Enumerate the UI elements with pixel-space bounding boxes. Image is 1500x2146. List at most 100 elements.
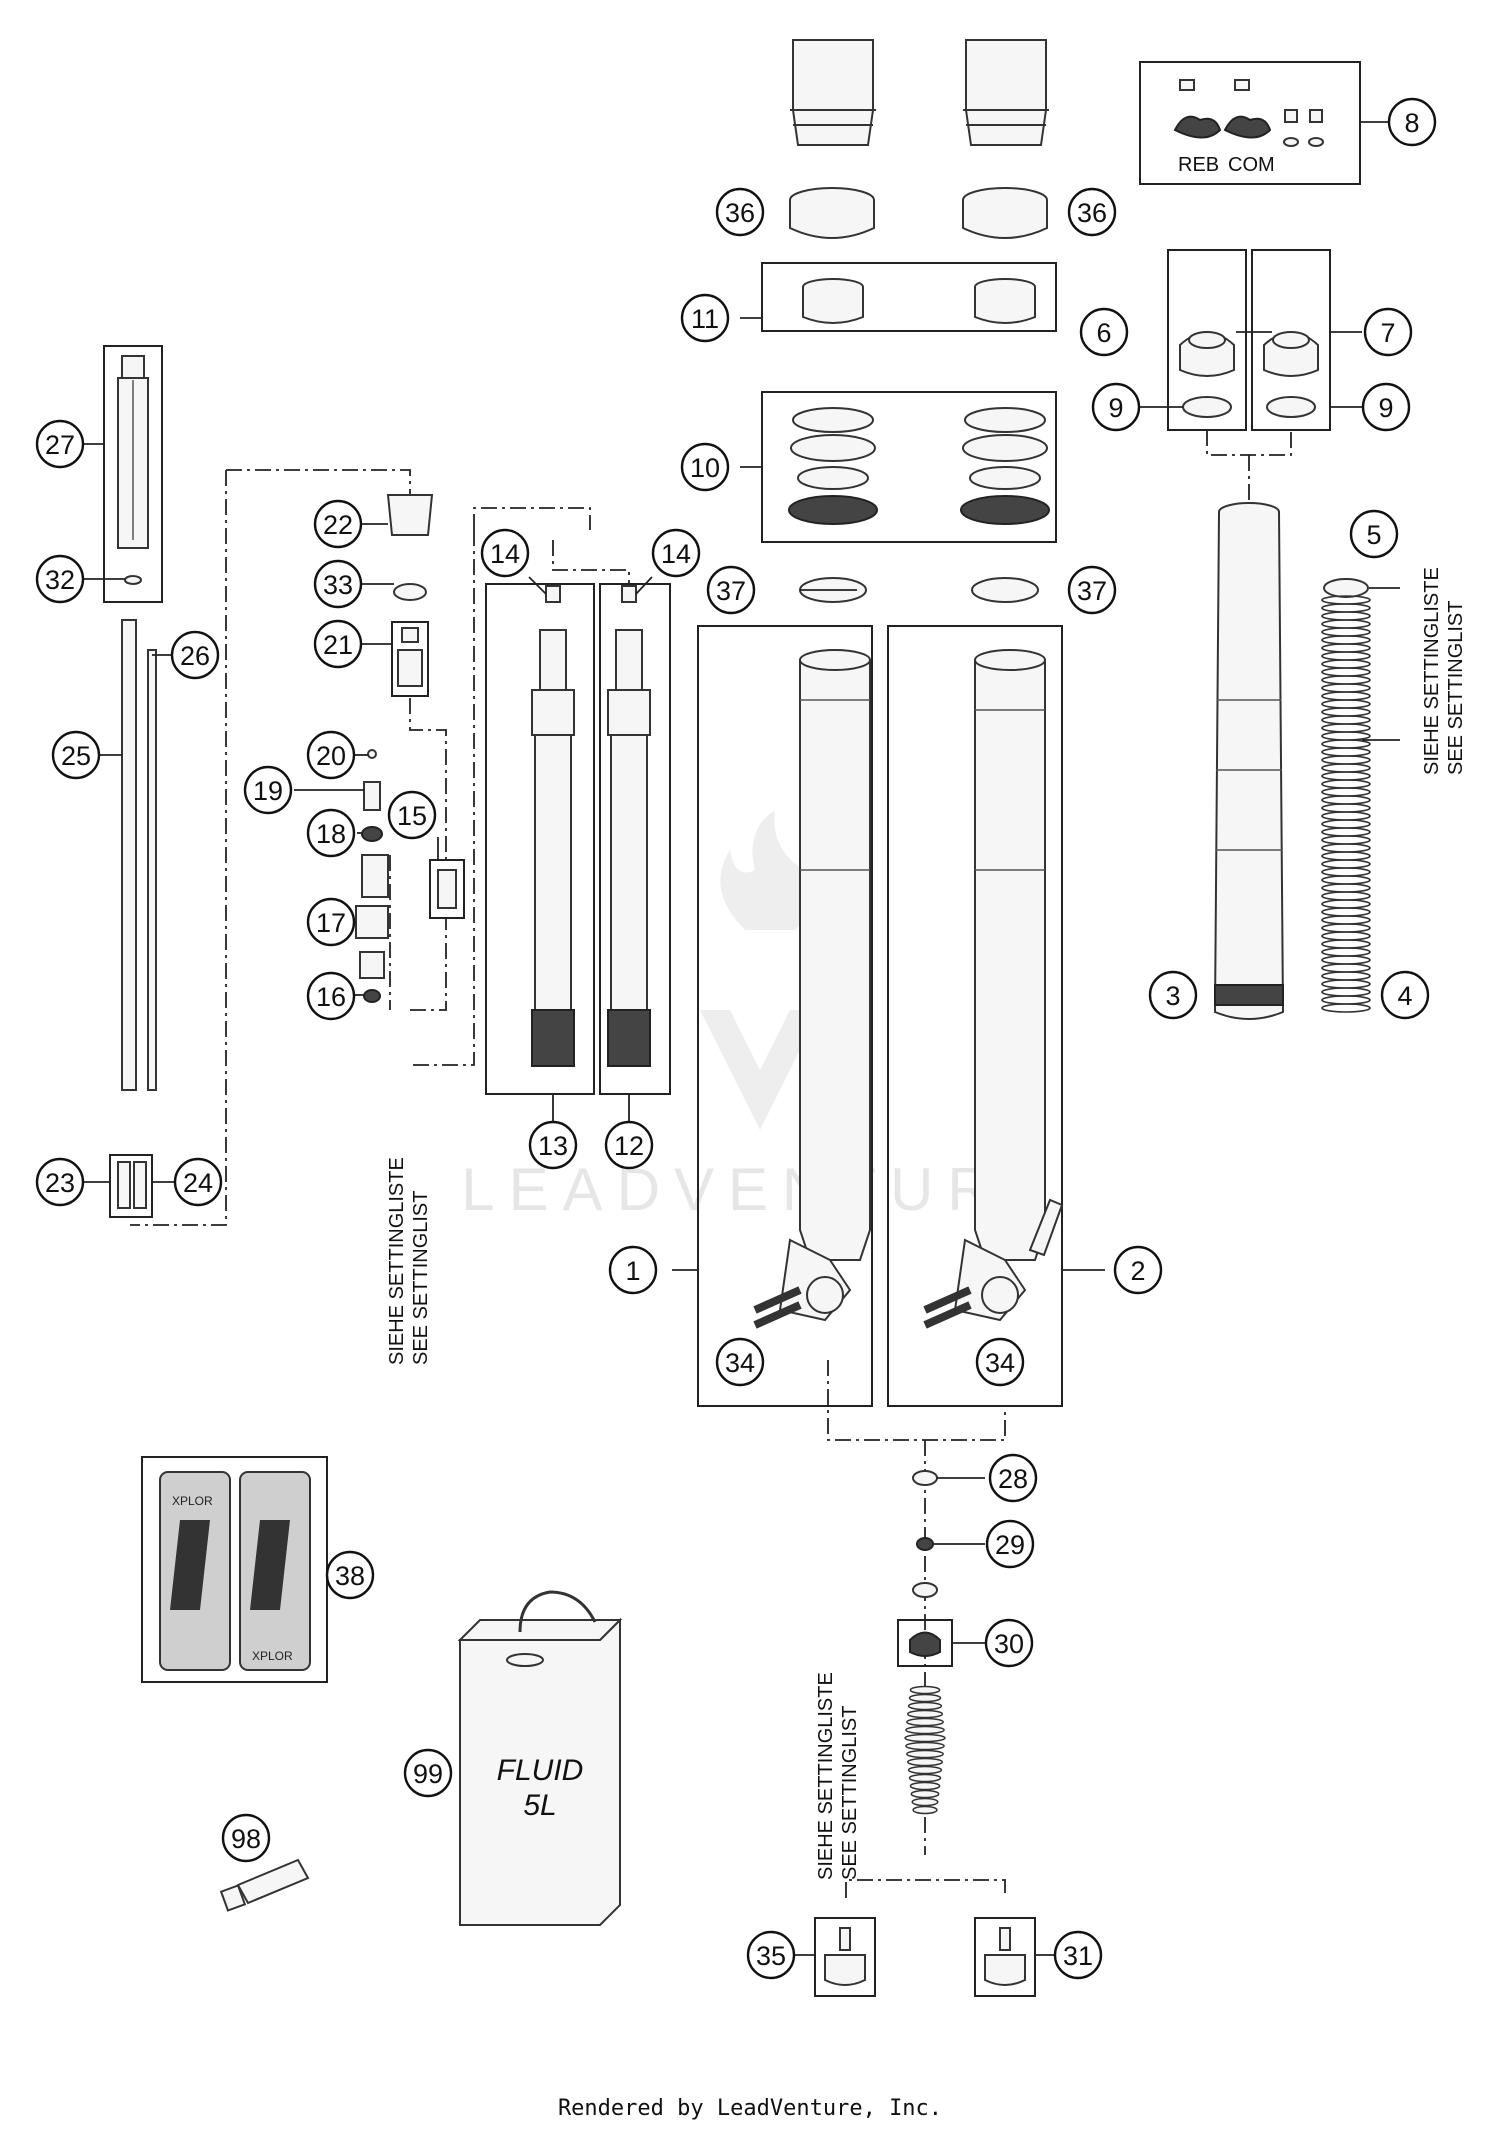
callout-11: 11 (680, 293, 730, 343)
svg-text:SIEHE SETTINGLISTE: SIEHE SETTINGLISTE (386, 1157, 408, 1365)
callout-number: 25 (61, 741, 91, 771)
seal-set-10 (788, 407, 1050, 525)
callout-32: 32 (35, 554, 85, 604)
callout-number: 21 (323, 630, 353, 660)
fluid-label-line1: FLUID (497, 1754, 584, 1787)
box-8 (1139, 61, 1361, 185)
callout-number: 26 (180, 641, 210, 671)
nut-29 (916, 1537, 934, 1551)
fluid-label-line2: 5L (523, 1789, 556, 1822)
callout-34: 34 (715, 1337, 765, 1387)
valve-15 (437, 869, 457, 909)
tool-27 (117, 355, 149, 585)
valve-23-24 (117, 1161, 147, 1209)
callout-number: 22 (323, 510, 353, 540)
shims-upper (361, 854, 389, 898)
decal-brand-left: XPLOR (172, 1494, 213, 1508)
callout-number: 37 (716, 576, 746, 606)
callout-number: 18 (316, 819, 346, 849)
box-12 (599, 583, 671, 1095)
piston-30 (909, 1631, 941, 1657)
callout-number: 20 (316, 741, 346, 771)
callout-98: 98 (221, 1813, 271, 1863)
callout-20: 20 (306, 730, 356, 780)
callout-number: 36 (1077, 198, 1107, 228)
callout-5: 5 (1349, 509, 1399, 559)
note-settinglist-1: SIEHE SETTINGLISTE SEE SETTINGLIST (386, 1157, 432, 1365)
callout-number: 7 (1380, 318, 1395, 348)
piston-17 (355, 905, 389, 939)
callout-number: 32 (45, 565, 75, 595)
box-13 (485, 583, 595, 1095)
callout-35: 35 (746, 1930, 796, 1980)
cartridge-13 (531, 585, 575, 1067)
svg-text:SIEHE SETTINGLISTE: SIEHE SETTINGLISTE (815, 1672, 837, 1880)
nut-18 (361, 826, 383, 842)
callout-number: 10 (690, 453, 720, 483)
callout-25: 25 (51, 730, 101, 780)
callout-13: 13 (528, 1120, 578, 1170)
callout-16: 16 (306, 971, 356, 1021)
callout-number: 37 (1077, 576, 1107, 606)
callout-number: 35 (756, 1941, 786, 1971)
callout-number: 29 (995, 1530, 1025, 1560)
svg-text:SEE SETTINGLIST: SEE SETTINGLIST (410, 1191, 432, 1365)
grease-tube-98 (219, 1858, 310, 1912)
callout-99: 99 (403, 1748, 453, 1798)
callout-3: 3 (1148, 970, 1198, 1020)
callout-31: 31 (1053, 1930, 1103, 1980)
callout-number: 14 (661, 539, 691, 569)
callout-number: 30 (994, 1629, 1024, 1659)
callout-number: 33 (323, 570, 353, 600)
rod-26 (147, 649, 157, 1091)
fork-leg-left (753, 649, 871, 1329)
base-valve-35 (814, 1917, 876, 1997)
outer-tube-3 (1213, 502, 1285, 1020)
callout-7: 7 (1363, 307, 1413, 357)
spring-seat-5 (1323, 578, 1369, 598)
o-ring-37-right (971, 577, 1039, 603)
callout-number: 24 (183, 1168, 213, 1198)
cartridge-12 (607, 585, 651, 1067)
callout-number: 98 (231, 1824, 261, 1854)
callout-number: 34 (985, 1348, 1015, 1378)
box-15 (429, 859, 465, 919)
callout-number: 1 (625, 1256, 640, 1286)
box-21 (391, 621, 429, 697)
callout-number: 15 (397, 801, 427, 831)
decal-set-38: XPLOR XPLOR (159, 1471, 311, 1671)
fork-boot-left (790, 39, 876, 146)
callout-23: 23 (35, 1157, 85, 1207)
washer-small (912, 1582, 938, 1598)
callout-1: 1 (608, 1245, 658, 1295)
callout-24: 24 (173, 1157, 223, 1207)
callout-number: 13 (538, 1131, 568, 1161)
washer-28 (912, 1470, 938, 1486)
callout-28: 28 (988, 1453, 1038, 1503)
box-7 (1251, 249, 1331, 431)
callout-number: 19 (253, 776, 283, 806)
callout-8: 8 (1387, 97, 1437, 147)
callout-number: 31 (1063, 1941, 1093, 1971)
callout-37: 37 (706, 565, 756, 615)
fork-spring-4 (1321, 595, 1371, 1013)
callout-number: 17 (316, 908, 346, 938)
fluid-can-99: FLUID 5L (457, 1590, 623, 1926)
callout-34: 34 (975, 1337, 1025, 1387)
note-settinglist-2: SIEHE SETTINGLISTE SEE SETTINGLIST (815, 1672, 861, 1880)
box-2 (887, 625, 1063, 1407)
callout-9: 9 (1361, 382, 1411, 432)
callout-36: 36 (1067, 187, 1117, 237)
callout-17: 17 (306, 897, 356, 947)
adjuster-knobs: REB COM (1173, 79, 1324, 176)
callout-36: 36 (715, 187, 765, 237)
base-valve-31 (974, 1917, 1036, 1997)
callout-number: 12 (614, 1131, 644, 1161)
callout-12: 12 (604, 1120, 654, 1170)
callout-number: 11 (691, 304, 719, 334)
callout-2: 2 (1113, 1245, 1163, 1295)
callout-26: 26 (170, 630, 220, 680)
nut-16 (363, 989, 381, 1003)
callout-number: 36 (725, 198, 755, 228)
